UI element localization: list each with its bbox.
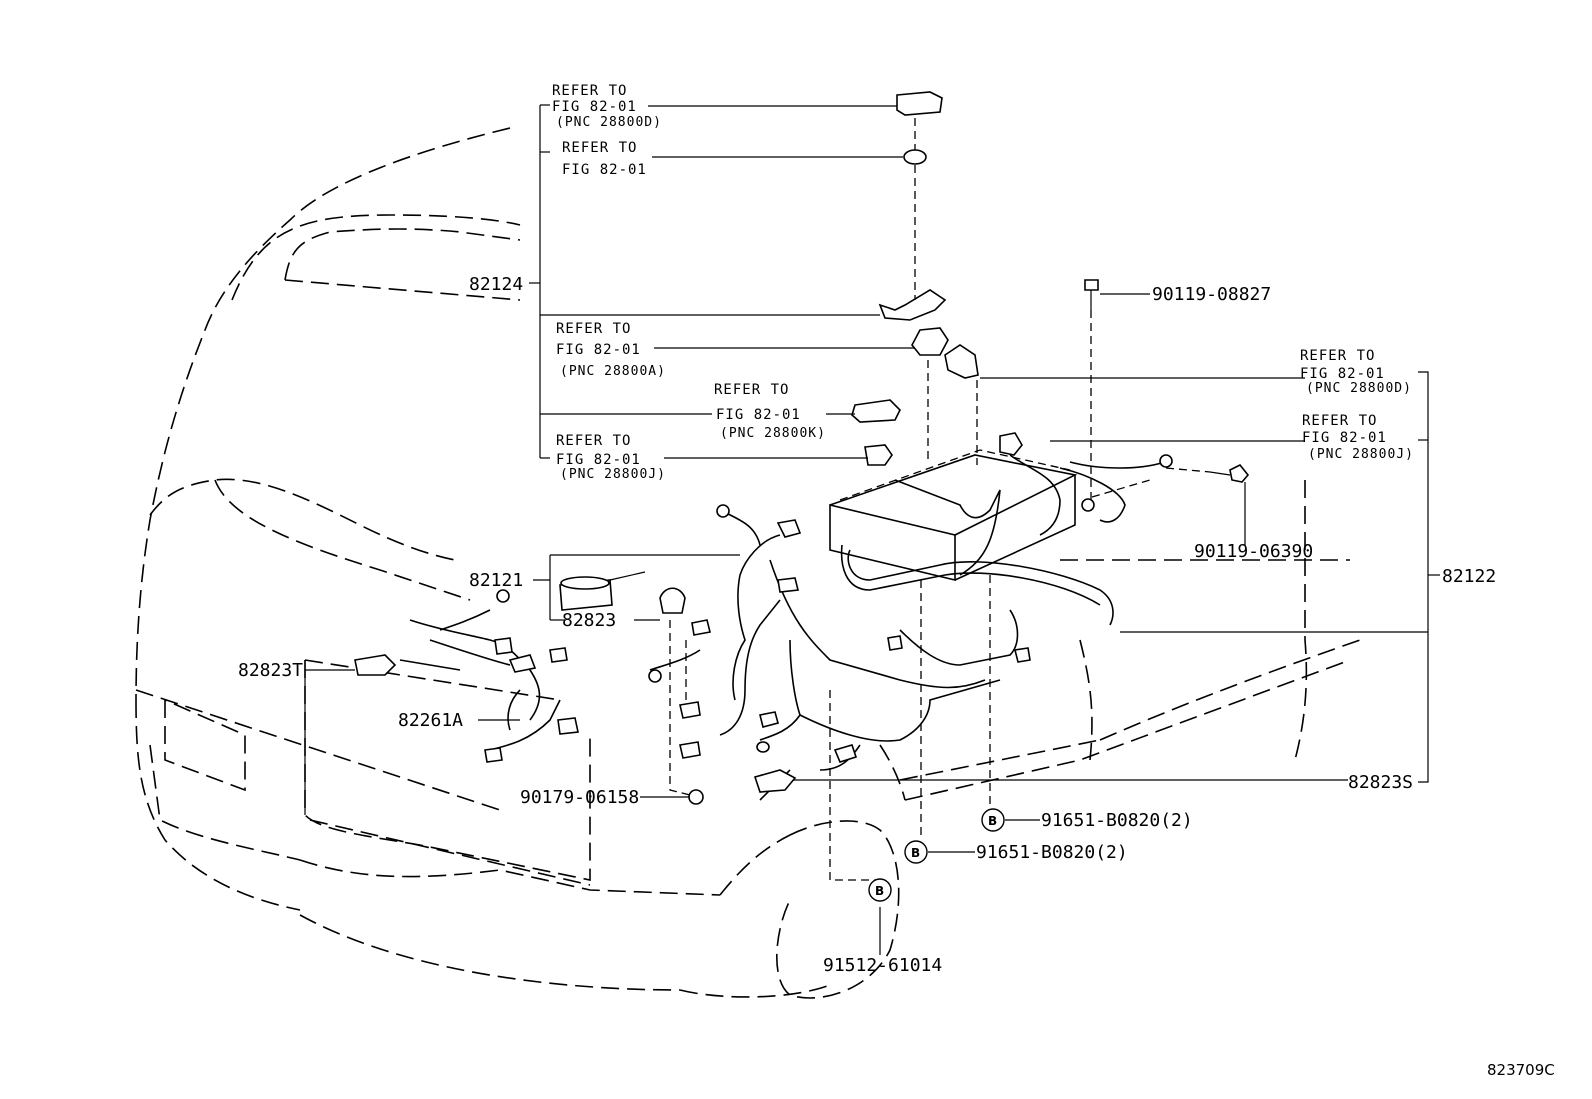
label-90179-06158: 90179-06158 <box>520 787 639 808</box>
svg-text:(PNC 28800D): (PNC 28800D) <box>1306 381 1412 396</box>
marker-b-3 <box>868 878 892 902</box>
refer-notes: REFER TO FIG 82-01 (PNC 28800D) REFER TO… <box>552 83 1414 482</box>
svg-text:FIG 82-01: FIG 82-01 <box>1302 430 1387 446</box>
svg-text:(PNC 28800K): (PNC 28800K) <box>720 426 826 441</box>
svg-text:REFER TO: REFER TO <box>552 83 627 99</box>
label-91512-61014: 91512-61014 <box>823 955 942 976</box>
parts <box>354 91 1250 805</box>
refer-note-7: REFER TO FIG 82-01 (PNC 28800J) <box>1302 413 1414 462</box>
wire-harness <box>399 454 1166 801</box>
assembly-lines <box>669 118 1211 881</box>
part-labels: 82124 82121 82823 82823T 82261A 90179-06… <box>238 274 1496 976</box>
radiator-area <box>304 659 591 886</box>
label-82261a: 82261A <box>398 710 463 731</box>
svg-text:REFER TO: REFER TO <box>556 433 631 449</box>
svg-text:FIG 82-01: FIG 82-01 <box>556 342 641 358</box>
marker-b-2-label: B <box>911 846 920 860</box>
svg-text:(PNC 28800D): (PNC 28800D) <box>556 115 662 130</box>
svg-text:REFER TO: REFER TO <box>556 321 631 337</box>
diagram-code: 823709C <box>1487 1061 1555 1079</box>
refer-note-6: REFER TO FIG 82-01 (PNC 28800D) <box>1300 348 1412 396</box>
label-90119-06390: 90119-06390 <box>1194 541 1313 562</box>
label-82121: 82121 <box>469 570 523 591</box>
marker-b-1 <box>981 808 1005 832</box>
label-91651-b0820-a: 91651-B0820(2) <box>1041 810 1193 831</box>
svg-text:FIG 82-01: FIG 82-01 <box>562 162 647 178</box>
bolt-markers: B B B <box>868 808 1005 902</box>
svg-text:(PNC 28800J): (PNC 28800J) <box>1308 447 1414 462</box>
svg-text:(PNC 28800A): (PNC 28800A) <box>560 364 666 379</box>
svg-text:REFER TO: REFER TO <box>714 382 789 398</box>
svg-text:REFER TO: REFER TO <box>1300 348 1375 364</box>
svg-text:(PNC 28800J): (PNC 28800J) <box>560 467 666 482</box>
svg-text:FIG 82-01: FIG 82-01 <box>552 99 637 115</box>
refer-note-2: REFER TO FIG 82-01 <box>562 140 647 178</box>
svg-text:FIG 82-01: FIG 82-01 <box>1300 366 1385 382</box>
vehicle-body-outline <box>135 127 1361 999</box>
marker-b-1-label: B <box>988 814 997 828</box>
marker-b-3-label: B <box>875 884 884 898</box>
refer-note-5: REFER TO FIG 82-01 (PNC 28800J) <box>556 433 666 482</box>
label-91651-b0820-b: 91651-B0820(2) <box>976 842 1128 863</box>
svg-text:REFER TO: REFER TO <box>562 140 637 156</box>
marker-b-2 <box>904 840 928 864</box>
refer-note-3: REFER TO FIG 82-01 (PNC 28800A) <box>556 321 666 379</box>
battery <box>829 449 1078 582</box>
label-82124: 82124 <box>469 274 523 295</box>
leader-lines <box>304 104 1440 955</box>
svg-text:FIG 82-01: FIG 82-01 <box>556 452 641 468</box>
svg-text:REFER TO: REFER TO <box>1302 413 1377 429</box>
label-82823t: 82823T <box>238 660 303 681</box>
label-82823: 82823 <box>562 610 616 631</box>
refer-note-1: REFER TO FIG 82-01 (PNC 28800D) <box>552 83 662 130</box>
label-82823s: 82823S <box>1348 772 1413 793</box>
svg-text:FIG 82-01: FIG 82-01 <box>716 407 801 423</box>
refer-note-4: REFER TO FIG 82-01 (PNC 28800K) <box>714 382 826 441</box>
label-90119-08827: 90119-08827 <box>1152 284 1271 305</box>
label-82122: 82122 <box>1442 566 1496 587</box>
